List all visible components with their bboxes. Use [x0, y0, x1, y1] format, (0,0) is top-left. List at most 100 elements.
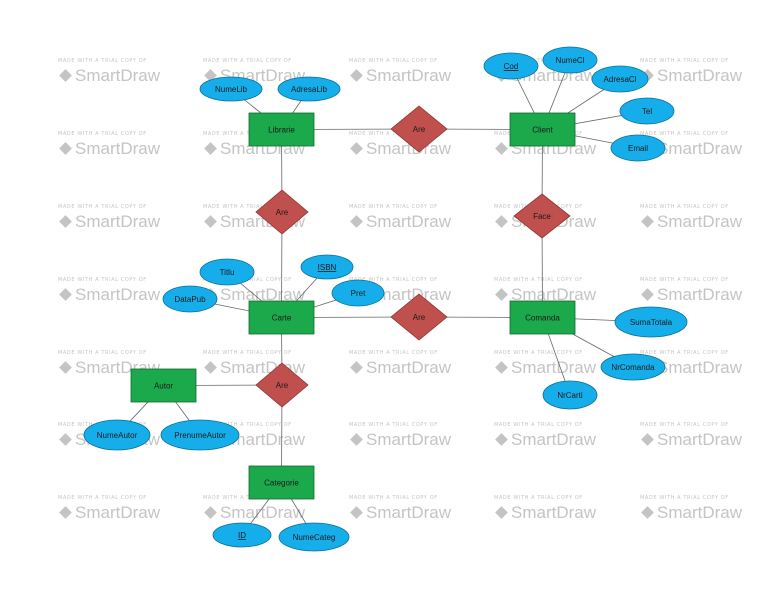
- watermark-brand: SmartDraw: [366, 139, 452, 158]
- relationship-are-lib-client[interactable]: Are: [390, 105, 448, 153]
- attribute-pret[interactable]: Pret: [331, 279, 385, 307]
- watermark-caption: MADE WITH A TRIAL COPY OF: [58, 495, 147, 501]
- relationship-label: Are: [413, 313, 426, 322]
- relationship-label: Are: [276, 381, 289, 390]
- watermark-brand: SmartDraw: [366, 503, 452, 522]
- watermark-brand: SmartDraw: [657, 285, 743, 304]
- watermark-caption: MADE WITH A TRIAL COPY OF: [640, 58, 729, 64]
- watermark-brand: SmartDraw: [75, 212, 161, 231]
- smartdraw-watermark: MADE WITH A TRIAL COPY OF SmartDraw: [58, 204, 168, 232]
- watermark-caption: MADE WITH A TRIAL COPY OF: [58, 131, 147, 137]
- attribute-numecl[interactable]: NumeCl: [542, 46, 598, 74]
- watermark-caption: MADE WITH A TRIAL COPY OF: [203, 422, 292, 428]
- watermark-caption: MADE WITH A TRIAL COPY OF: [58, 204, 147, 210]
- entity-carte[interactable]: Carte: [248, 300, 315, 335]
- watermark-brand: SmartDraw: [220, 430, 306, 449]
- entity-comanda[interactable]: Comanda: [509, 300, 576, 335]
- watermark-caption: MADE WITH A TRIAL COPY OF: [494, 495, 583, 501]
- relationship-are-carte-autor[interactable]: Are: [255, 362, 309, 408]
- watermark-caption: MADE WITH A TRIAL COPY OF: [494, 422, 583, 428]
- smartdraw-watermark: MADE WITH A TRIAL COPY OF SmartDraw: [640, 277, 750, 305]
- smartdraw-watermark: MADE WITH A TRIAL COPY OF SmartDraw: [349, 131, 459, 159]
- attributes: NumeLib AdresaLib Cod NumeClAdresaClTelEmai…: [83, 46, 688, 552]
- attribute-numeautor[interactable]: NumeAutor: [83, 419, 151, 451]
- entity-autor[interactable]: Autor: [130, 368, 197, 403]
- smartdraw-watermark: MADE WITH A TRIAL COPY OF SmartDraw: [349, 495, 459, 523]
- attribute-ellipse: [199, 76, 263, 102]
- watermark-brand: SmartDraw: [657, 358, 743, 377]
- attribute-email[interactable]: Email: [610, 134, 666, 162]
- relationship-diamond: [255, 189, 309, 235]
- attribute-ellipse: [277, 76, 341, 102]
- watermark-caption: MADE WITH A TRIAL COPY OF: [640, 422, 729, 428]
- watermark-brand: SmartDraw: [511, 430, 597, 449]
- relationship-diamond: [513, 193, 571, 239]
- watermark-caption: MADE WITH A TRIAL COPY OF: [349, 495, 438, 501]
- attribute-adresacl[interactable]: AdresaCl: [591, 65, 649, 93]
- watermark-brand: SmartDraw: [511, 285, 597, 304]
- watermark-caption: MADE WITH A TRIAL COPY OF: [640, 495, 729, 501]
- attribute-nrcomanda[interactable]: NrComanda: [600, 353, 666, 381]
- smartdraw-watermark: MADE WITH A TRIAL COPY OF SmartDraw: [494, 277, 604, 305]
- entity-label: Carte: [272, 314, 292, 323]
- relationship-are-carte-comanda[interactable]: Are: [390, 293, 448, 341]
- watermark-caption: MADE WITH A TRIAL COPY OF: [494, 277, 583, 283]
- attribute-label: PrenumeAutor: [174, 431, 226, 440]
- attribute-label: NumeCateg: [293, 533, 336, 542]
- attribute-numecateg[interactable]: NumeCateg: [278, 522, 350, 552]
- watermark-caption: MADE WITH A TRIAL COPY OF: [494, 350, 583, 356]
- watermark-caption: MADE WITH A TRIAL COPY OF: [349, 131, 438, 137]
- attribute-ellipse: [162, 285, 218, 313]
- watermark-caption: MADE WITH A TRIAL COPY OF: [58, 277, 147, 283]
- watermark-brand: SmartDraw: [657, 66, 743, 85]
- key-attribute-label: Cod: [504, 62, 519, 71]
- attribute-tel[interactable]: Tel: [619, 97, 675, 125]
- watermark-caption: MADE WITH A TRIAL COPY OF: [203, 495, 292, 501]
- watermark-brand: SmartDraw: [220, 503, 306, 522]
- key-attribute-label: ISBN: [318, 263, 337, 272]
- watermark-brand: SmartDraw: [657, 430, 743, 449]
- attribute-datapub[interactable]: DataPub: [162, 285, 218, 313]
- attribute-label: SumaTotala: [630, 318, 673, 327]
- relationship-are-lib-carte[interactable]: Are: [255, 189, 309, 235]
- attribute-ellipse: [278, 522, 350, 552]
- attribute-label: NumeLib: [215, 85, 248, 94]
- attribute-adresalib[interactable]: AdresaLib: [277, 76, 341, 102]
- watermark-caption: MADE WITH A TRIAL COPY OF: [640, 277, 729, 283]
- attribute-numelib[interactable]: NumeLib: [199, 76, 263, 102]
- entity-box: [248, 300, 315, 335]
- attribute-sumatotala[interactable]: SumaTotala: [614, 306, 688, 338]
- attribute-label: Email: [628, 144, 648, 153]
- attribute-label: NrComanda: [611, 363, 655, 372]
- attribute-id[interactable]: ID: [212, 522, 272, 548]
- attribute-isbn[interactable]: ISBN: [300, 254, 354, 280]
- watermark-caption: MADE WITH A TRIAL COPY OF: [640, 131, 729, 137]
- relationship-diamond: [255, 362, 309, 408]
- watermark-brand: SmartDraw: [366, 430, 452, 449]
- watermark-brand: SmartDraw: [657, 139, 743, 158]
- attribute-label: AdresaLib: [291, 85, 328, 94]
- entity-librarie[interactable]: Librarie: [248, 112, 315, 147]
- smartdraw-watermark: MADE WITH A TRIAL COPY OF SmartDraw: [494, 422, 604, 450]
- attribute-prenumeautor[interactable]: PrenumeAutor: [160, 419, 240, 451]
- entity-label: Autor: [154, 382, 173, 391]
- attribute-ellipse: [610, 134, 666, 162]
- attribute-ellipse: [199, 258, 255, 286]
- attribute-titlu[interactable]: Titlu: [199, 258, 255, 286]
- attribute-label: Tel: [642, 107, 652, 116]
- relationship-label: Are: [276, 208, 289, 217]
- attribute-ellipse: [300, 254, 354, 280]
- entity-categorie[interactable]: Categorie: [248, 465, 315, 500]
- attribute-cod[interactable]: Cod: [483, 52, 539, 80]
- entity-client[interactable]: Client: [509, 112, 576, 147]
- entity-label: Comanda: [525, 314, 560, 323]
- relationship-face[interactable]: Face: [513, 193, 571, 239]
- attribute-nrcarti[interactable]: NrCarti: [542, 380, 598, 410]
- smartdraw-watermark: MADE WITH A TRIAL COPY OF SmartDraw: [640, 422, 750, 450]
